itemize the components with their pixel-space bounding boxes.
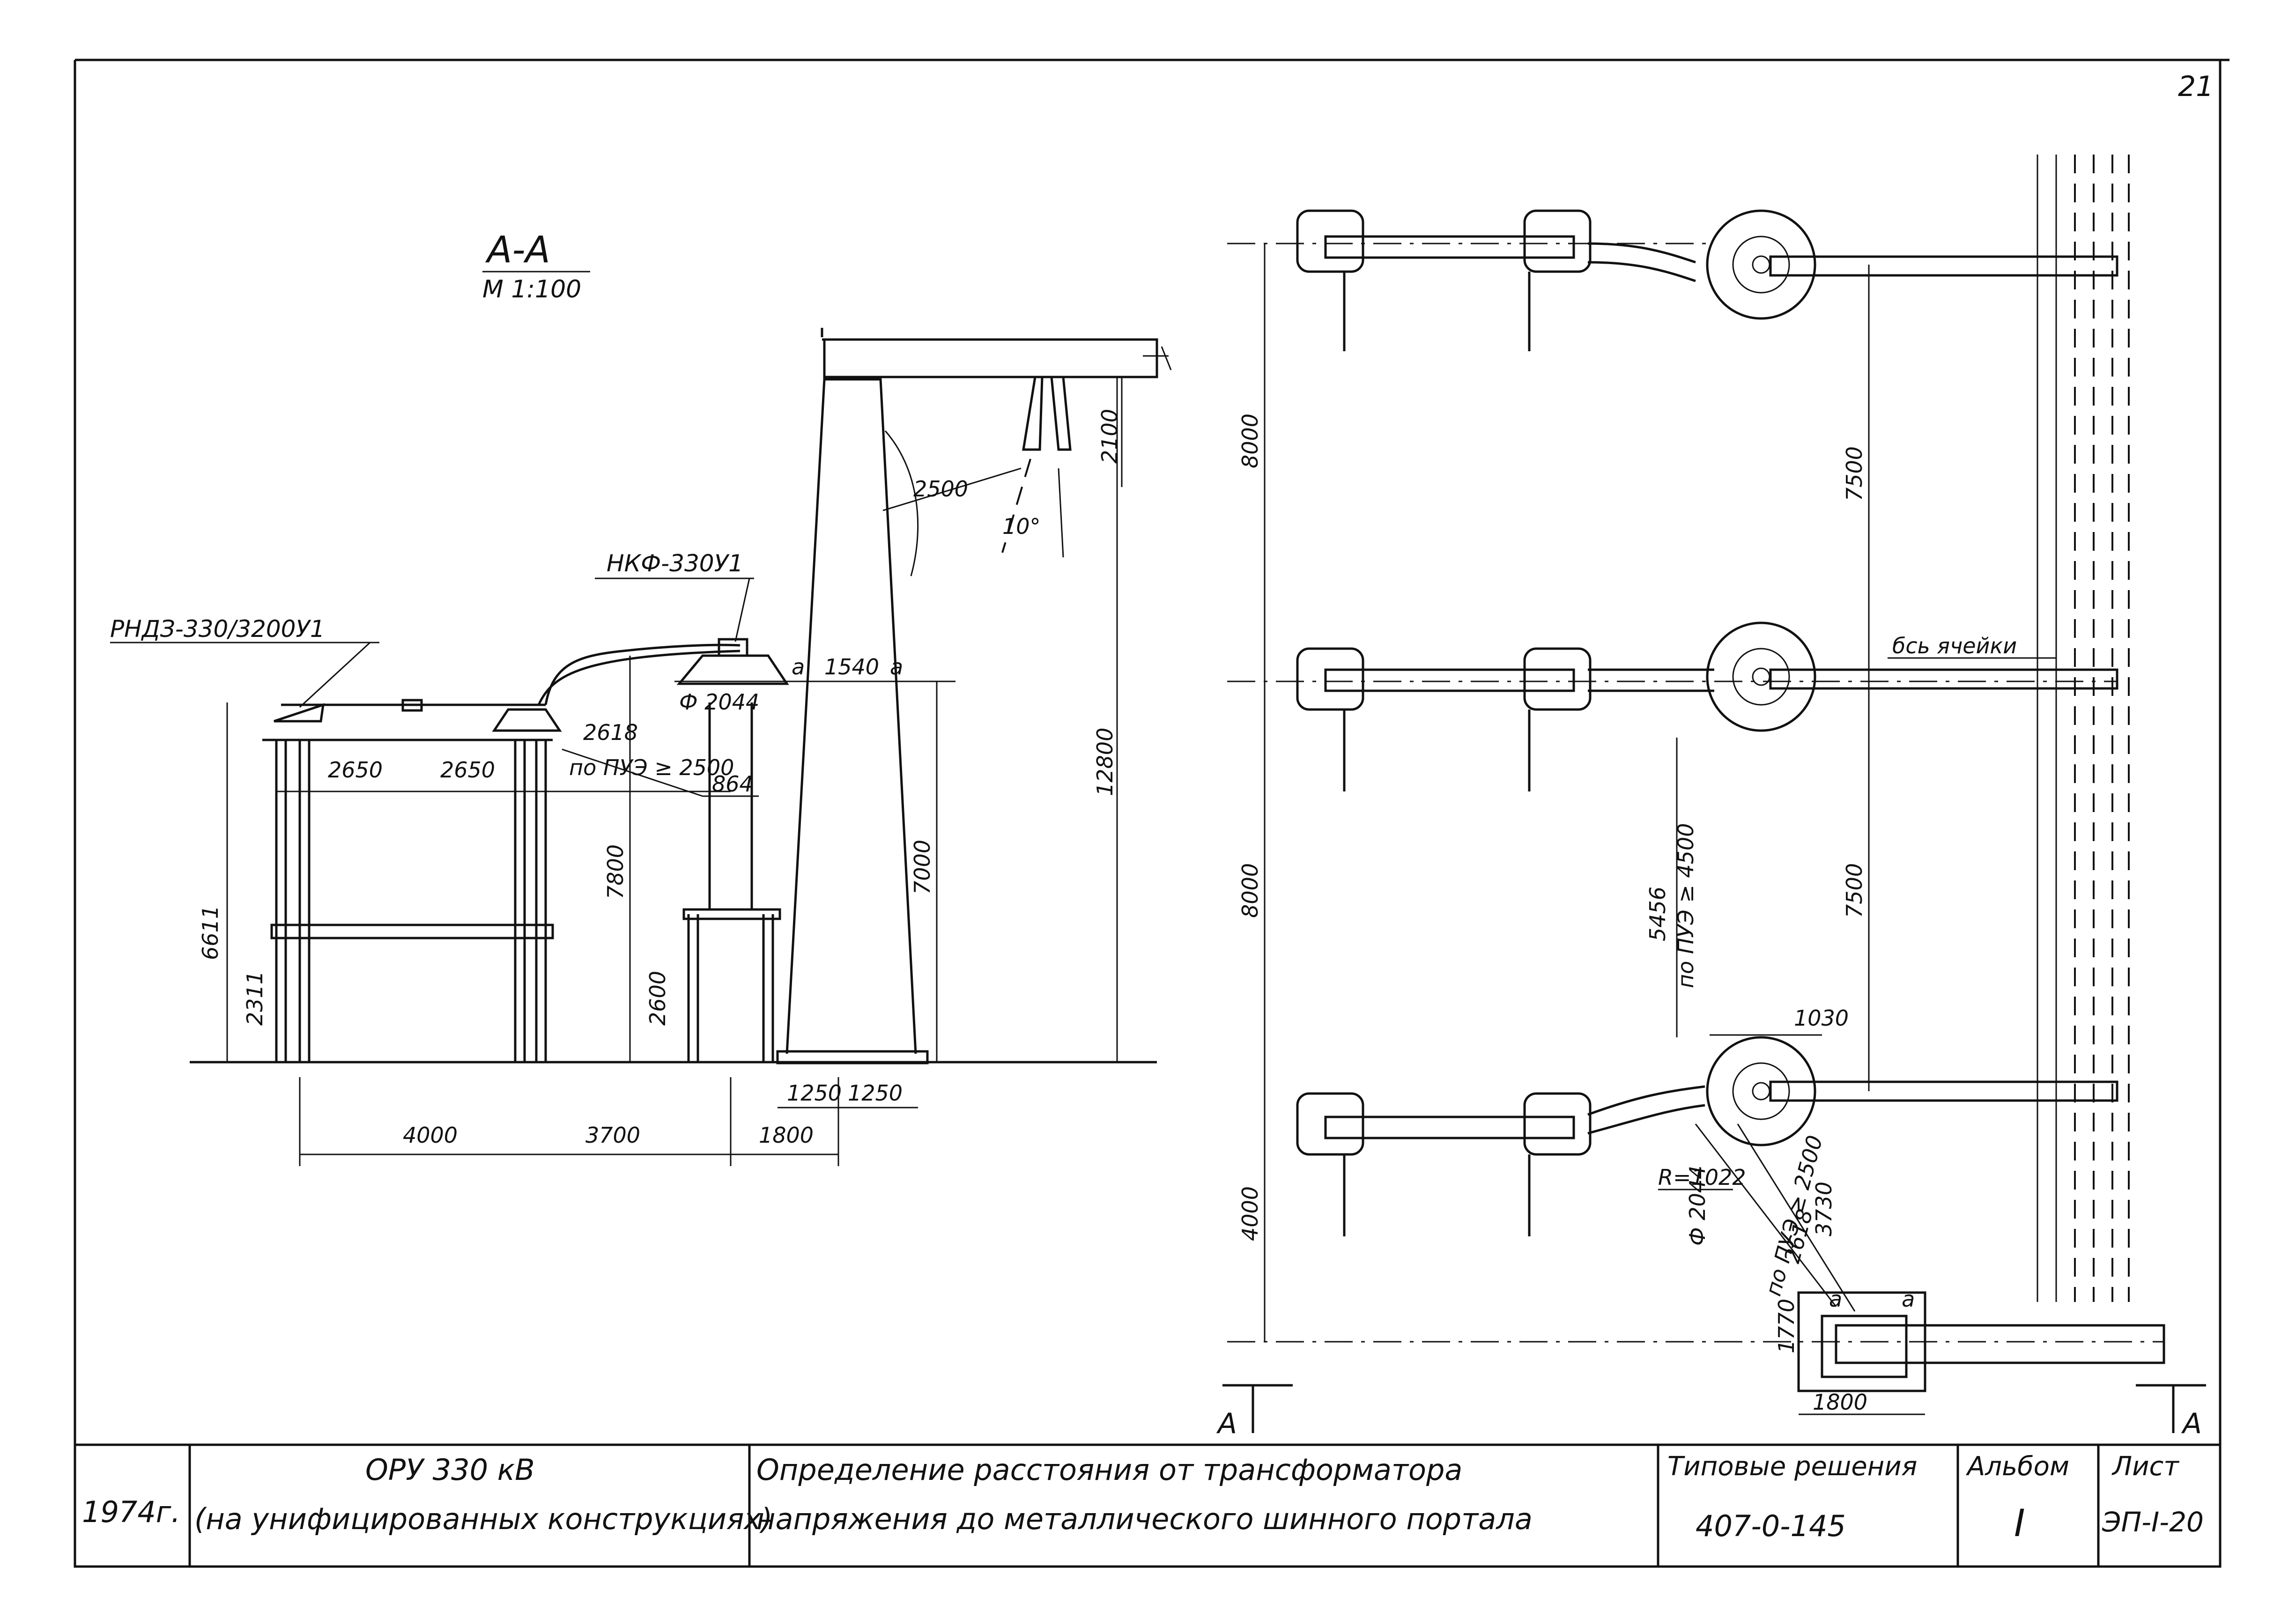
tb-title-line1: Определение расстояния от трансформатора [756,1453,1462,1487]
dim-span-left: 2650 [328,757,383,783]
insulator-string [1001,377,1072,558]
section-view: A-A М 1:100 [110,229,1172,1166]
dim-angle-10: 10° [1002,514,1041,539]
section-scale: М 1:100 [482,275,581,303]
mark-a1: a [1829,1286,1842,1312]
dim-span-right: 2650 [440,757,495,783]
mark-a2: a [1902,1286,1915,1312]
dim-1800: 1800 [759,1123,814,1148]
mark-a-left: a [792,654,805,680]
dim-base-1250-l: 1250 [787,1080,842,1106]
dim-1540: 1540 [824,654,879,680]
dim-3730: 3730 [1811,1182,1837,1236]
section-mark-left: A [1216,1407,1237,1440]
mark-a-right: a [890,654,903,680]
portal-beam-dashed [2037,155,2130,1302]
dim-v-7500-mid: 7500 [1842,863,1867,918]
tb-object-line2: (на унифицированных конструкциях) [194,1502,772,1536]
dim-5456: 5456 [1645,887,1670,941]
tb-album-value: I [2014,1501,2025,1545]
dim-v-7500-top: 7500 [1842,446,1867,501]
section-title: A-A [485,229,550,271]
tb-year: 1974г. [82,1495,180,1529]
dim-h-12800: 12800 [1092,728,1118,796]
vt-label: НКФ-330У1 [607,550,743,577]
dim-r-2500: 2500 [913,476,968,502]
portal-column [776,328,1172,1064]
busbar-to-vt [544,643,741,705]
dim-5456-pue: по ПУЭ ≥ 4500 [1673,823,1698,988]
dim-1800-plan: 1800 [1813,1390,1867,1415]
dim-v-8000-mid: 8000 [1237,863,1263,918]
sheet-number-top: 21 [2178,70,2214,103]
phase-row-middle [1296,621,2118,791]
tb-sheet-label: Лист [2111,1451,2179,1482]
voltage-transformer [676,638,789,1062]
disconnector-label: РНДЗ-330/3200У1 [110,615,325,643]
dim-v-4000: 4000 [1237,1186,1263,1241]
dim-h-2100: 2100 [1097,409,1122,464]
phase-row-top [1296,209,2118,351]
tb-object-line1: ОРУ 330 кВ [365,1453,535,1487]
cell-axis-label: бсь ячейки [1892,633,2017,658]
dim-r-1022: R=1022 [1658,1165,1746,1190]
dim-3700: 3700 [585,1123,640,1148]
dim-base-864: 864 [712,771,753,797]
section-mark-right: A [2181,1407,2202,1440]
dim-h-7800: 7800 [603,844,628,899]
dim-h-6611: 6611 [198,905,223,960]
title-block: 1974г. ОРУ 330 кВ (на унифицированных ко… [74,1443,2222,1568]
dim-phi-2044: Ф 2044 [679,689,759,715]
plan-view: 8000 8000 4000 7500 7500 бсь ячейки 5456… [1216,155,2206,1440]
dim-h-2311: 2311 [242,971,267,1026]
portal-foundation [1695,1124,2165,1392]
tb-series-code: 407-0-145 [1696,1509,1846,1543]
dim-pue-label: по ПУЭ ≥ 2500 [569,755,734,780]
tb-series-label: Типовые решения [1667,1451,1917,1482]
dim-v-8000-top: 8000 [1237,414,1263,468]
sheet-frame: 21 [74,59,2229,1567]
dim-phi-2044-plan: Ф 2044 [1685,1166,1710,1246]
disconnector-support [262,699,562,1062]
dim-1770: 1770 [1774,1299,1799,1353]
dim-pue-clearance: 2618 [583,720,638,745]
tb-album-label: Альбом [1966,1451,2069,1482]
dim-4000: 4000 [403,1123,458,1148]
dim-base-1250-r: 1250 [848,1080,903,1106]
tb-title-line2: напряжения до металлического шинного пор… [756,1502,1533,1536]
dim-1030: 1030 [1794,1005,1849,1031]
tb-sheet-value: ЭП-I-20 [2102,1506,2204,1538]
dim-h-7000: 7000 [910,840,935,894]
phase-row-bottom [1296,1036,2118,1236]
dim-h-2600: 2600 [645,971,670,1026]
